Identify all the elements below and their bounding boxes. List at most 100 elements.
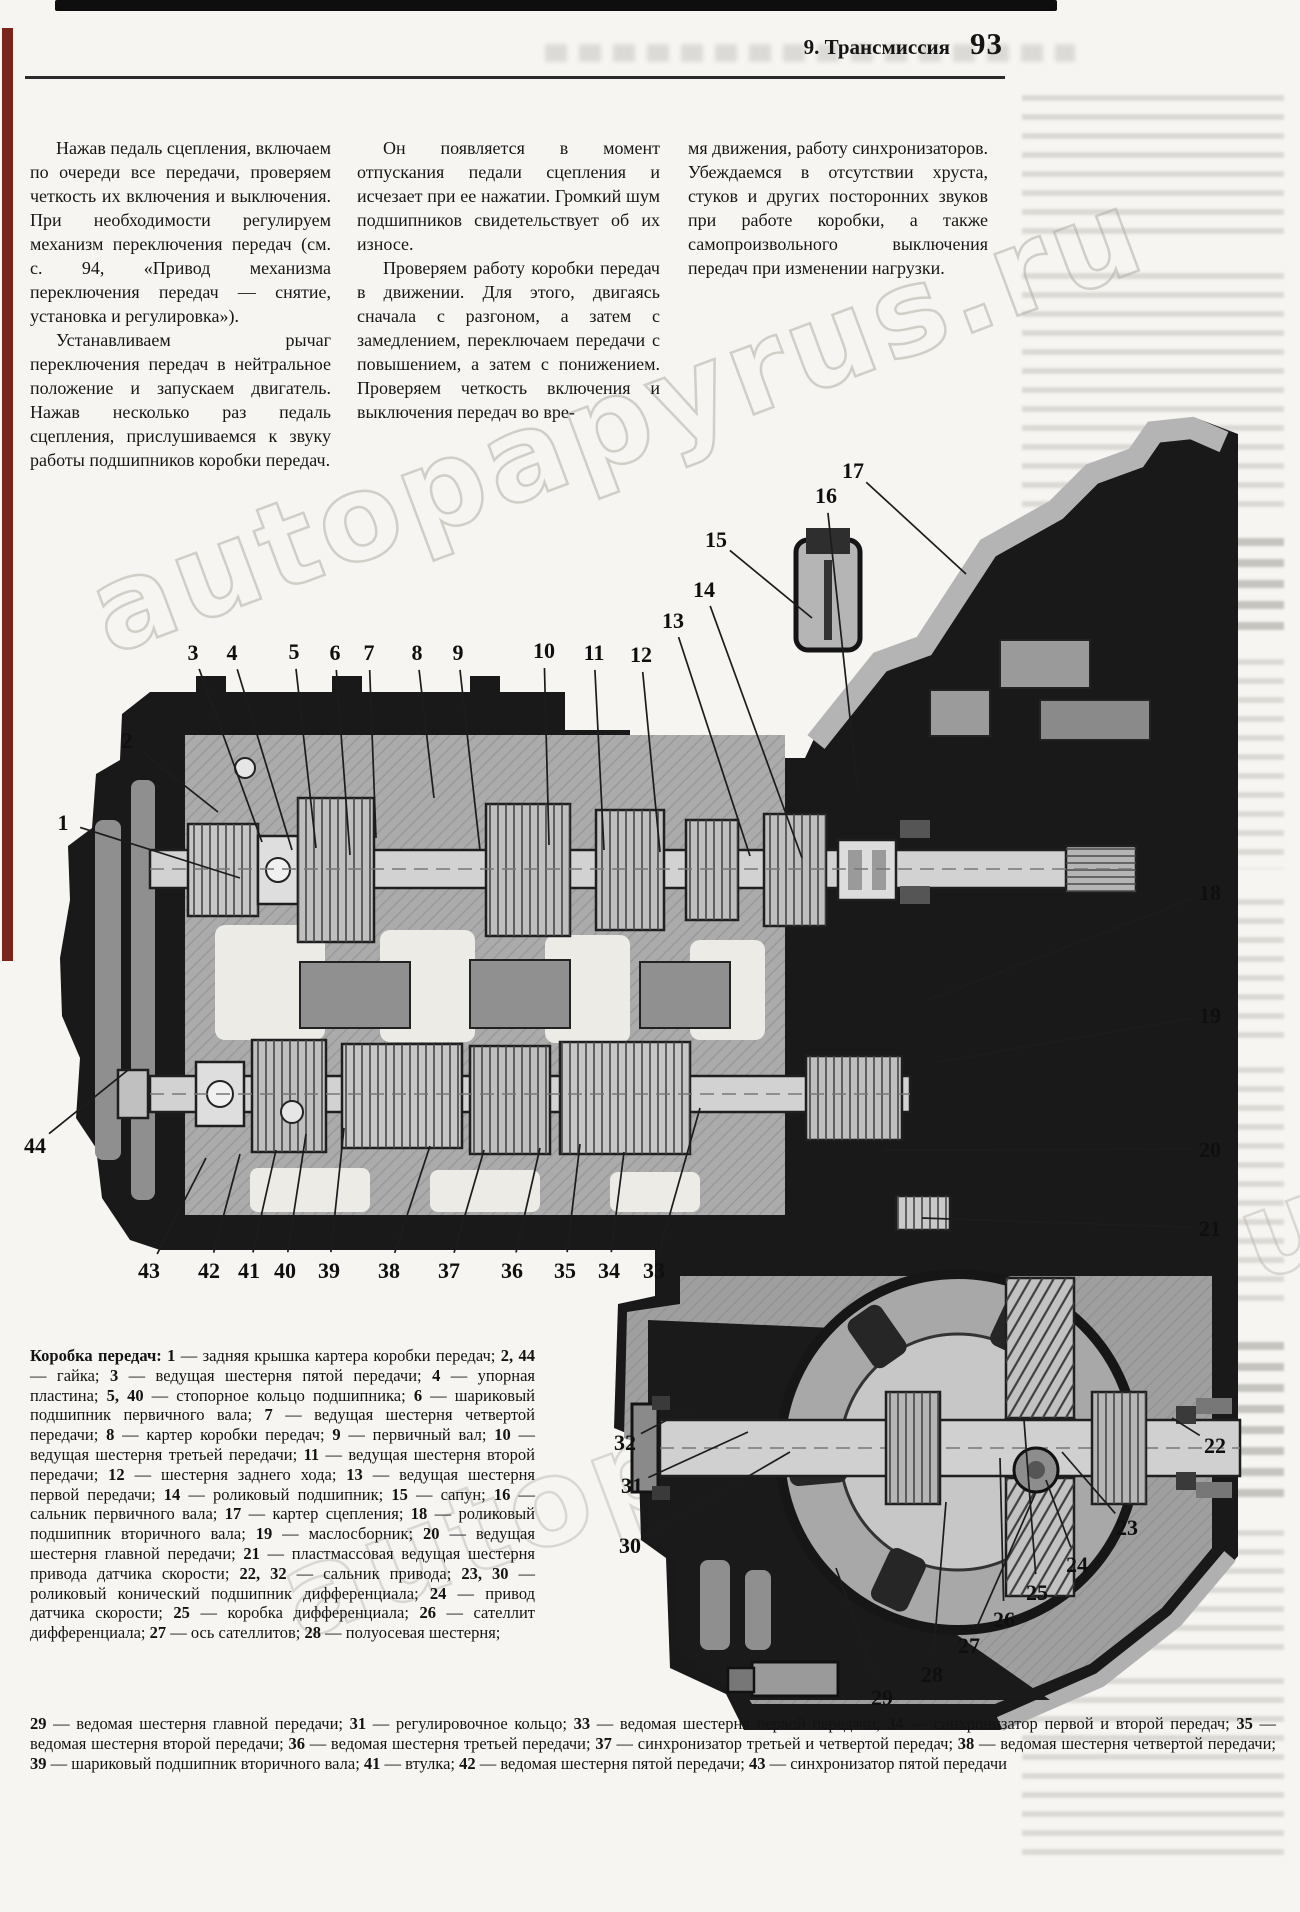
leader-line-18 <box>927 897 1194 1001</box>
callout-14: 14 <box>693 577 715 602</box>
callout-17: 17 <box>842 458 864 483</box>
callout-6: 6 <box>330 640 341 665</box>
leader-line-8 <box>418 669 435 799</box>
leader-line-38 <box>393 1145 431 1254</box>
leader-line-25 <box>1023 1419 1037 1575</box>
leader-line-40 <box>286 1133 307 1253</box>
leader-line-35 <box>566 1143 581 1253</box>
leader-line-23 <box>1061 1451 1116 1514</box>
callout-4: 4 <box>227 640 238 665</box>
leader-line-6 <box>335 669 351 856</box>
leader-line-20 <box>883 1148 1193 1151</box>
leader-line-43 <box>156 1157 207 1255</box>
callout-27: 27 <box>958 1633 980 1658</box>
callout-32: 32 <box>614 1430 636 1455</box>
leader-line-3 <box>198 668 263 843</box>
callout-34: 34 <box>598 1258 620 1283</box>
leader-line-29 <box>835 1567 877 1681</box>
callout-40: 40 <box>274 1258 296 1283</box>
callout-9: 9 <box>453 640 464 665</box>
paragraph: Нажав педаль сцепления, включаем по очер… <box>30 138 331 326</box>
body-column-middle: Он появляется в момент отпускания педали… <box>357 136 660 424</box>
callout-31: 31 <box>621 1473 643 1498</box>
callout-7: 7 <box>364 640 375 665</box>
callout-42: 42 <box>198 1258 220 1283</box>
callout-8: 8 <box>412 640 423 665</box>
bleed-block <box>1022 1678 1284 1858</box>
callout-38: 38 <box>378 1258 400 1283</box>
callout-35: 35 <box>554 1258 576 1283</box>
callout-30: 30 <box>619 1533 641 1558</box>
leader-line-39 <box>330 1127 345 1253</box>
paragraph: Проверяем работу коробки передач в движе… <box>357 258 660 422</box>
bleed-block <box>1022 95 1284 245</box>
section-title: 9. Трансмиссия <box>803 35 950 59</box>
leader-line-30 <box>645 1451 791 1537</box>
callout-15: 15 <box>705 527 727 552</box>
top-scan-bar <box>55 0 1057 11</box>
callout-11: 11 <box>584 640 605 665</box>
differential-wall <box>996 1551 1236 1731</box>
callout-12: 12 <box>630 642 652 667</box>
callout-22: 22 <box>1204 1433 1226 1458</box>
callout-3: 3 <box>188 640 199 665</box>
leader-line-11 <box>594 669 605 851</box>
leader-line-21 <box>921 1217 1193 1229</box>
leader-line-10 <box>543 667 550 846</box>
leader-line-26 <box>999 1457 1005 1602</box>
figure-caption-column: Коробка передач: 1 — задняя крышка карте… <box>30 1346 536 1643</box>
leader-line-28 <box>932 1501 947 1657</box>
leader-line-37 <box>453 1149 485 1253</box>
body-column-right: мя движения, работу синхронизаторов. Убе… <box>688 136 988 280</box>
case-boss <box>196 676 226 694</box>
case-boss <box>332 676 362 694</box>
leader-line-13 <box>677 636 751 857</box>
paragraph: Устанавливаем рычаг переключения передач… <box>30 330 331 470</box>
leader-line-36 <box>515 1147 541 1253</box>
leader-line-4 <box>236 668 293 851</box>
differential-gears <box>884 1276 1148 1598</box>
callout-25: 25 <box>1026 1580 1048 1605</box>
paragraph: Он появляется в момент отпускания педали… <box>357 138 660 254</box>
release-mechanism <box>999 639 1091 689</box>
sensor-housing-rib <box>700 1560 730 1650</box>
leader-line-27 <box>975 1491 1037 1629</box>
callout-2: 2 <box>122 728 133 753</box>
leader-line-15 <box>729 549 813 619</box>
leader-line-5 <box>295 668 317 849</box>
callout-5: 5 <box>289 639 300 664</box>
callout-18: 18 <box>1199 880 1221 905</box>
callout-41: 41 <box>238 1258 260 1283</box>
release-mechanism <box>929 689 991 737</box>
leader-line-14 <box>709 605 803 859</box>
gearbox-diagram <box>60 416 1242 1731</box>
drain-plug <box>726 1660 840 1698</box>
callout-43: 43 <box>138 1258 160 1283</box>
callout-23: 23 <box>1116 1515 1138 1540</box>
callout-1: 1 <box>58 810 69 835</box>
callout-29: 29 <box>871 1685 893 1710</box>
output-shaft <box>116 1038 952 1232</box>
axle-right-end <box>1176 1398 1232 1498</box>
callout-44: 44 <box>24 1133 46 1158</box>
body-column-left: Нажав педаль сцепления, включаем по очер… <box>30 136 331 472</box>
release-mechanism <box>1039 699 1151 741</box>
callout-20: 20 <box>1199 1137 1221 1162</box>
leader-line-34 <box>610 1151 625 1253</box>
callout-13: 13 <box>662 608 684 633</box>
leader-line-33 <box>658 1107 701 1253</box>
shift-forks <box>299 959 731 1029</box>
callout-16: 16 <box>815 483 837 508</box>
header-bleed-smudge <box>545 44 1075 62</box>
case-bolt-head <box>1027 1461 1045 1479</box>
leader-line-41 <box>252 1149 277 1253</box>
leader-line-19 <box>937 1017 1193 1063</box>
callout-21: 21 <box>1199 1216 1221 1241</box>
leader-line-42 <box>212 1153 241 1253</box>
callout-37: 37 <box>438 1258 460 1283</box>
callout-36: 36 <box>501 1258 523 1283</box>
rear-cover-rib <box>131 780 155 1200</box>
